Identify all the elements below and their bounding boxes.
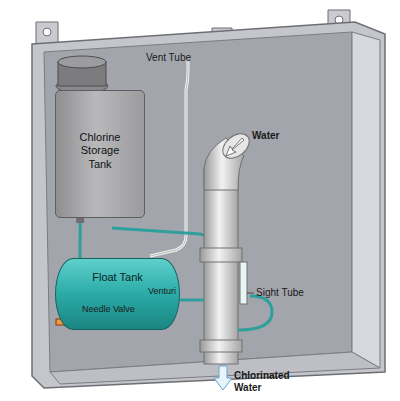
- housing-back: [44, 32, 352, 372]
- flow-label: Water: [252, 130, 302, 142]
- pipe-coupling: [200, 340, 242, 352]
- part-label: Vent Tube: [146, 52, 206, 64]
- mount-tab: [36, 22, 58, 44]
- part-label: Venturi: [148, 286, 188, 296]
- tank-cap-top: [58, 56, 106, 68]
- housing-shell: [32, 22, 385, 388]
- water-flow-arrow: [226, 138, 244, 156]
- part-label: Needle Valve: [82, 304, 146, 314]
- housing-side: [352, 32, 380, 368]
- tube-connector: [79, 218, 82, 258]
- venturi-body: [200, 248, 242, 262]
- tube-fitting: [76, 218, 84, 223]
- vent-tube-edge: [150, 60, 188, 256]
- sight-tube-leader: [247, 293, 254, 294]
- part-label: Sight Tube: [256, 287, 316, 299]
- feed-tube: [112, 228, 212, 246]
- vent-tube: [150, 60, 188, 256]
- node-label: Chlorine Storage Tank: [73, 131, 127, 171]
- node-label: Float Tank: [68, 271, 168, 284]
- sight-tube: [240, 262, 247, 304]
- elbow-inlet: [218, 129, 254, 164]
- flow-label: Chlorinated Water: [234, 370, 300, 393]
- main-pipe: [204, 168, 238, 364]
- mount-hole: [43, 28, 51, 36]
- storage-tank: Chlorine Storage Tank: [55, 90, 145, 218]
- return-tube: [238, 296, 272, 330]
- venturi-tube: [180, 299, 204, 302]
- outlet-arrow: [214, 366, 232, 390]
